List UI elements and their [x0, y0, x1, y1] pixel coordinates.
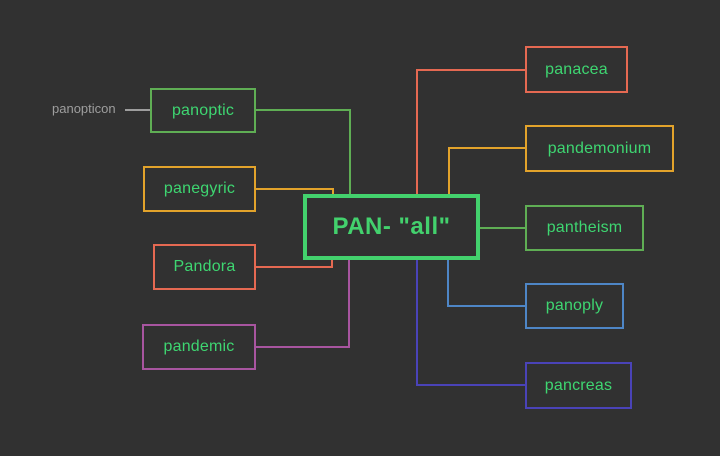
node-panegyric[interactable]: panegyric	[143, 166, 256, 212]
node-label: pandemonium	[547, 139, 652, 157]
node-label: panoptic	[171, 101, 235, 119]
annotation-panopticon: panopticon	[52, 101, 116, 116]
node-central-pan[interactable]: PAN- "all"	[303, 194, 480, 260]
node-pandemonium[interactable]: pandemonium	[525, 125, 674, 172]
node-panacea[interactable]: panacea	[525, 46, 628, 93]
connector-panoply-link	[447, 257, 526, 307]
node-panoptic[interactable]: panoptic	[150, 88, 256, 133]
node-label: Pandora	[173, 258, 236, 275]
node-label: pandemic	[163, 338, 235, 355]
node-label: pantheism	[546, 219, 623, 236]
node-panoply[interactable]: panoply	[525, 283, 624, 329]
node-pandora[interactable]: Pandora	[153, 244, 256, 290]
connector-pandemic-link	[256, 257, 350, 348]
connector-panoptic-link	[256, 109, 351, 197]
node-label: panoply	[545, 297, 604, 314]
node-label: pancreas	[544, 376, 613, 394]
node-pandemic[interactable]: pandemic	[142, 324, 256, 370]
connector-pandora-link	[255, 257, 333, 268]
node-label: panacea	[545, 60, 608, 78]
node-pancreas[interactable]: pancreas	[525, 362, 632, 409]
node-label: panegyric	[163, 180, 236, 197]
connector-pancreas-link	[416, 257, 526, 386]
node-pantheism[interactable]: pantheism	[525, 205, 644, 251]
central-node-label: PAN- "all"	[332, 213, 451, 240]
connector-panacea-link	[416, 69, 526, 197]
connector-pandemonium-link	[448, 147, 526, 197]
